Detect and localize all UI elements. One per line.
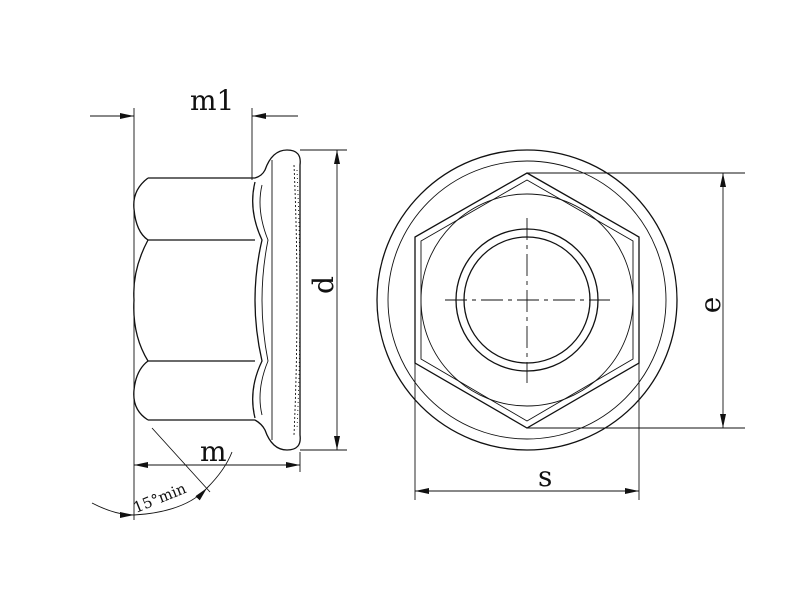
flange-outline [254,149,301,451]
e-label: e [694,297,727,314]
flange-outer-circle [376,149,678,451]
m1-label: m1 [190,84,234,117]
front-view: e s [376,149,745,500]
d-label: d [307,276,340,294]
angle-arc-tail [206,451,233,489]
transition-line [259,184,269,416]
serration [293,164,298,436]
hexagon-inner [420,179,634,422]
s-label: s [538,460,552,493]
angle-arrow-left [91,502,135,518]
side-view: m1 d m 15°min [90,84,347,520]
angle-line [151,427,211,493]
angle-label: 15°min [131,479,189,517]
flange-inner-circle [387,160,667,440]
hex-body-edges [148,177,255,421]
chamfer-circle [420,193,634,407]
hex-flange-transition [252,181,263,419]
hex-chamfer [133,177,149,421]
angle-arc [133,487,208,516]
m-label: m [200,435,227,468]
